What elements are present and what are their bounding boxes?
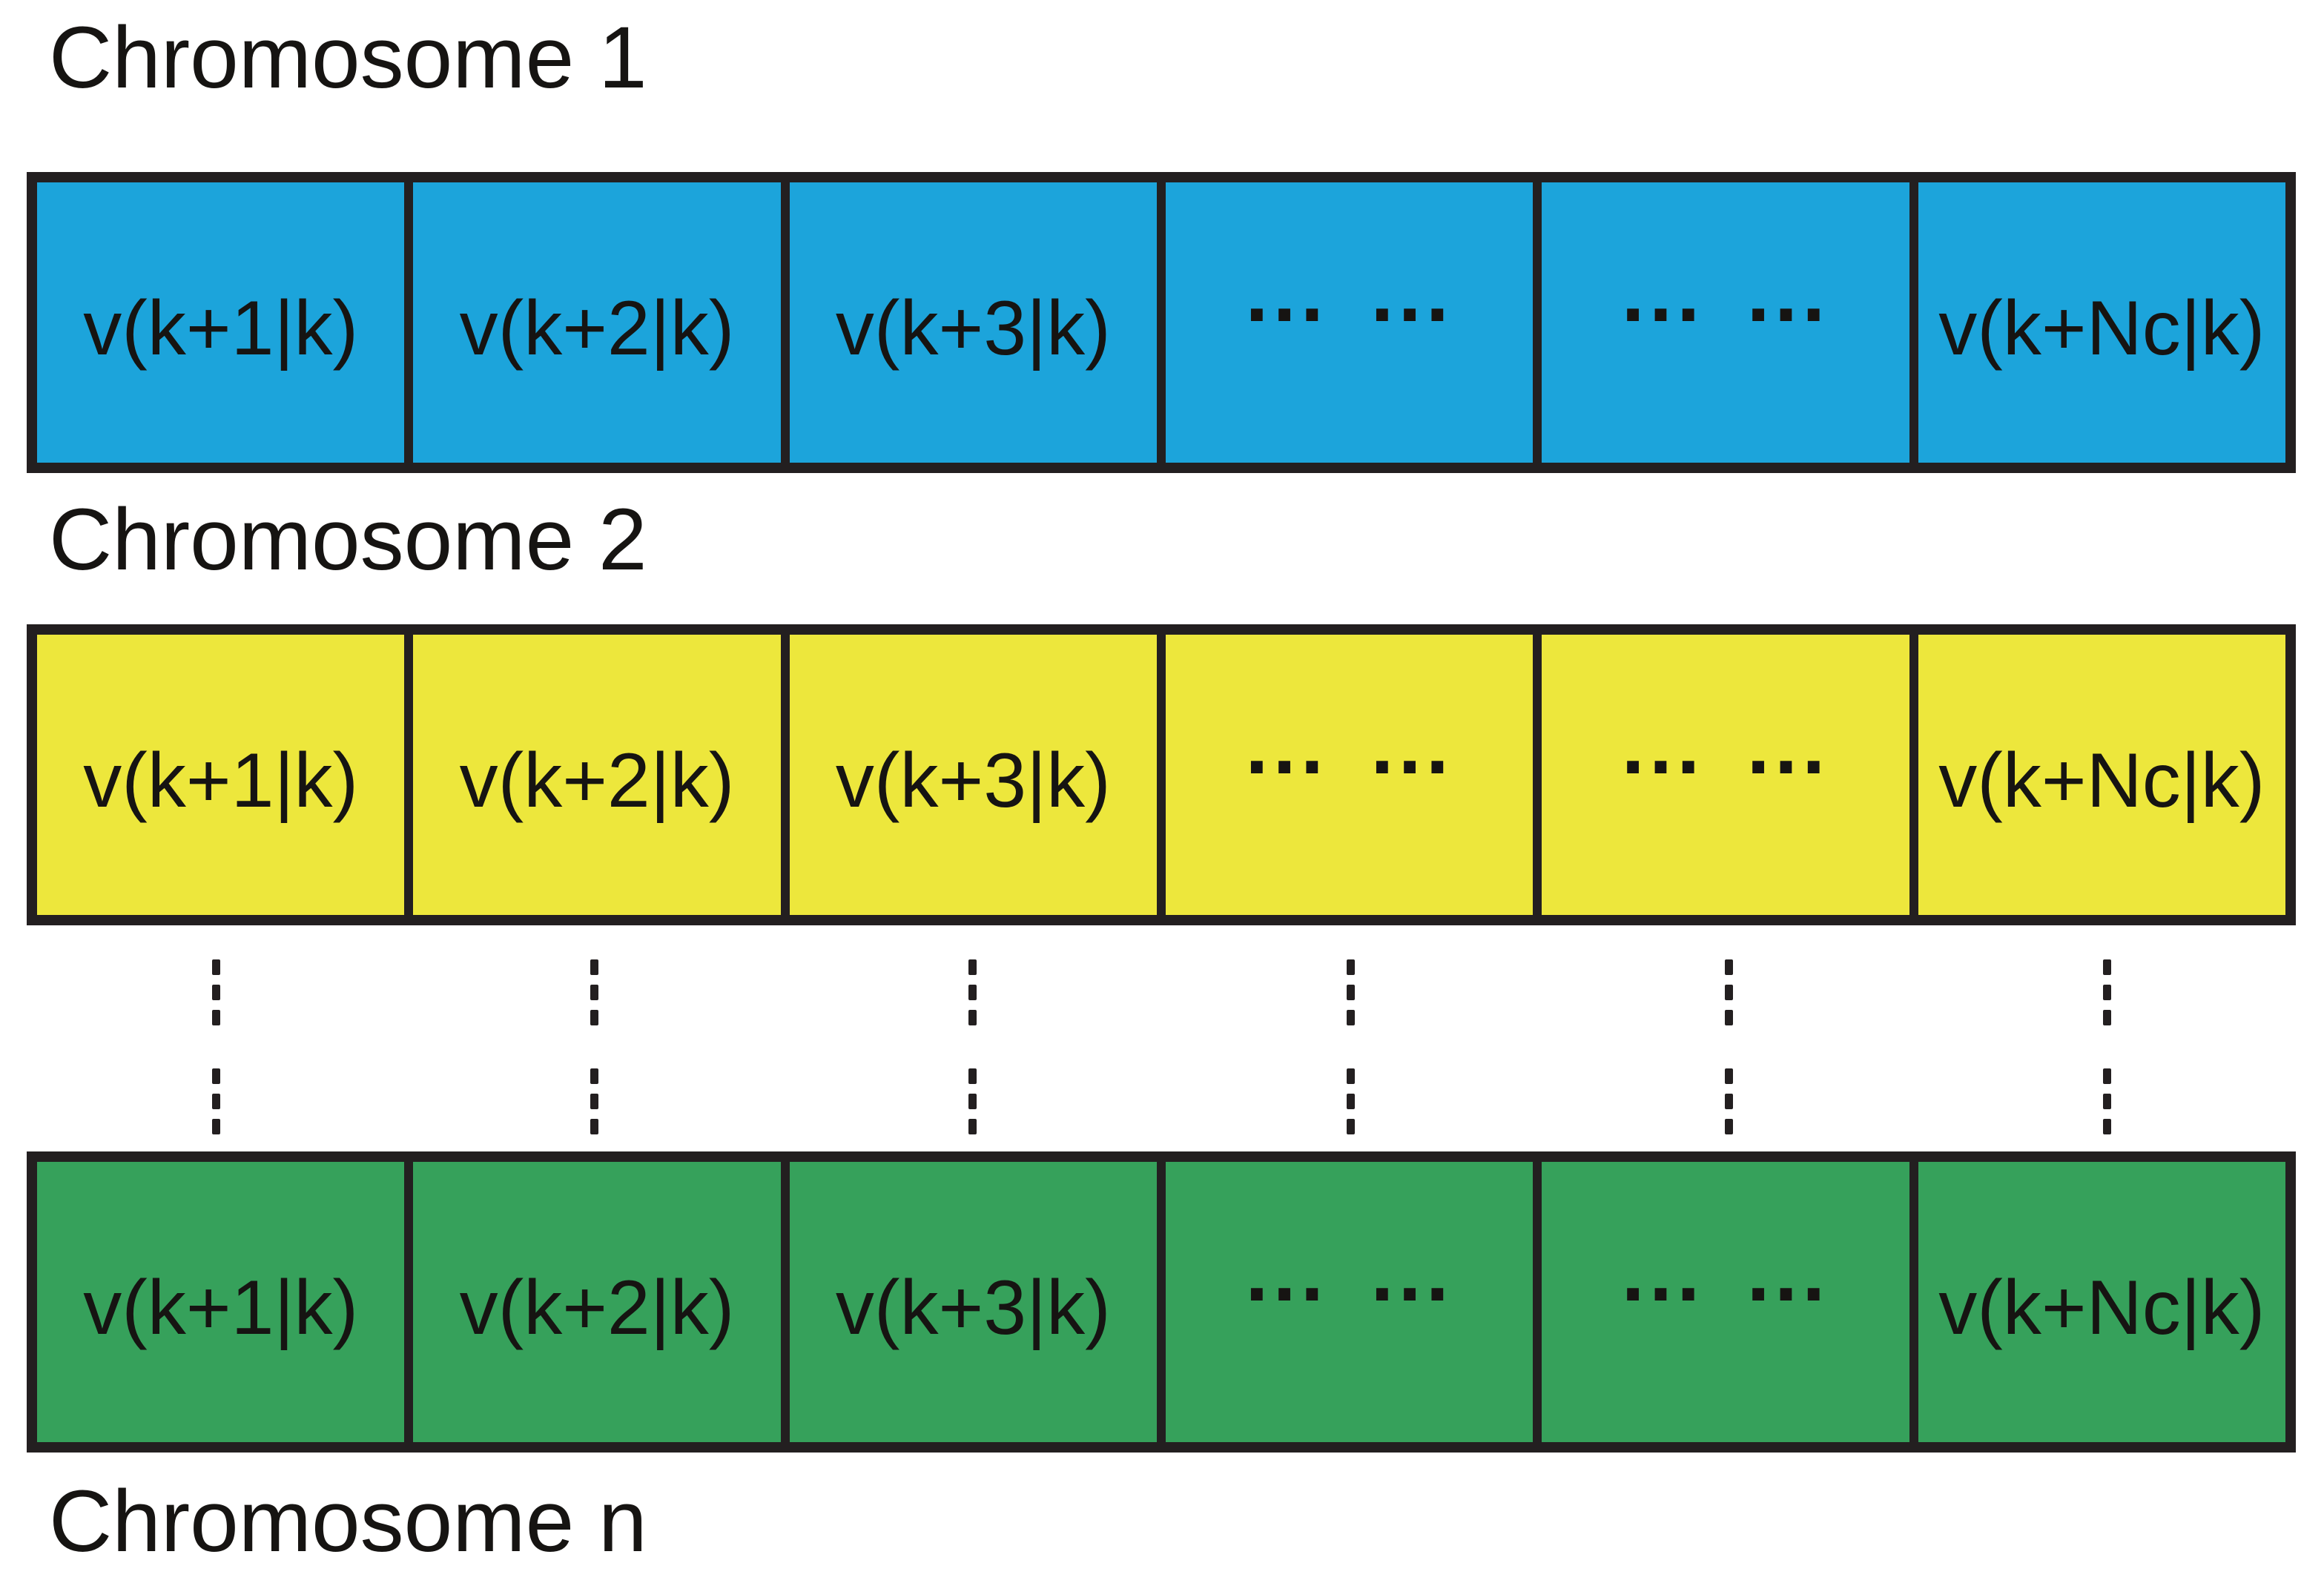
ellipsis-dot <box>1724 1068 1733 1084</box>
gene-cell: v(k+2|k) <box>413 635 781 915</box>
vertical-ellipsis-group <box>1346 959 1355 1025</box>
gene-cell-text: v(k+Nc|k) <box>1938 285 2265 371</box>
gene-cell-ellipsis: ··· ··· <box>1542 635 1909 915</box>
gene-cell-text: v(k+2|k) <box>459 285 735 371</box>
gene-cell-ellipsis: ··· ··· <box>1166 635 1534 915</box>
ellipsis-dot <box>1346 1094 1355 1109</box>
gene-cell: v(k+1|k) <box>37 635 405 915</box>
ellipsis-dot <box>590 985 598 1000</box>
ellipsis-dot <box>2102 1119 2111 1134</box>
gene-cell-text: v(k+3|k) <box>835 1264 1111 1351</box>
gene-cell-text: v(k+3|k) <box>835 285 1111 371</box>
vertical-ellipsis-group <box>968 959 977 1025</box>
ellipsis-dot <box>211 1068 220 1084</box>
ellipsis-dot <box>968 1094 977 1109</box>
ellipsis-dot <box>1724 1010 1733 1025</box>
vertical-ellipsis-group <box>968 1068 977 1134</box>
vertical-ellipsis-group <box>211 1068 220 1134</box>
ellipsis-dot <box>211 959 220 975</box>
vertical-ellipsis-group <box>590 959 598 1025</box>
vertical-ellipsis-icon <box>783 959 1161 1134</box>
vertical-ellipsis-icon <box>27 959 405 1134</box>
ellipsis-dot <box>590 1010 598 1025</box>
horizontal-ellipsis-icon: ··· ··· <box>1245 1246 1454 1340</box>
gene-cell: v(k+1|k) <box>37 182 405 463</box>
gene-cell-text: v(k+1|k) <box>83 1264 359 1351</box>
continuation-ellipsis-row <box>27 959 2296 1134</box>
gene-cell-text: v(k+3|k) <box>835 737 1111 824</box>
vertical-ellipsis-group <box>1724 1068 1733 1134</box>
chromosome-2-row: v(k+1|k) v(k+2|k) v(k+3|k) ··· ··· ··· ·… <box>27 624 2296 925</box>
gene-cell-text: v(k+2|k) <box>459 1264 735 1351</box>
ellipsis-dot <box>968 985 977 1000</box>
horizontal-ellipsis-icon: ··· ··· <box>1245 719 1454 813</box>
gene-cell: v(k+Nc|k) <box>1918 1162 2285 1442</box>
vertical-ellipsis-group <box>211 959 220 1025</box>
chromosome-2-label: Chromosome 2 <box>49 491 647 589</box>
ellipsis-dot <box>968 1068 977 1084</box>
chromosome-n-label: Chromosome n <box>49 1473 647 1570</box>
ellipsis-dot <box>2102 1010 2111 1025</box>
ellipsis-dot <box>2102 1068 2111 1084</box>
ellipsis-dot <box>1346 1068 1355 1084</box>
gene-cell-text: v(k+1|k) <box>83 285 359 371</box>
ellipsis-dot <box>211 985 220 1000</box>
vertical-ellipsis-icon <box>1918 959 2296 1134</box>
chromosome-1-label: Chromosome 1 <box>49 9 647 107</box>
ellipsis-dot <box>1346 959 1355 975</box>
horizontal-ellipsis-icon: ··· ··· <box>1621 267 1830 360</box>
gene-cell: v(k+Nc|k) <box>1918 635 2285 915</box>
ellipsis-dot <box>590 1119 598 1134</box>
gene-cell-text: v(k+Nc|k) <box>1938 737 2265 824</box>
gene-cell: v(k+3|k) <box>789 182 1157 463</box>
gene-cell-ellipsis: ··· ··· <box>1166 182 1534 463</box>
ellipsis-dot <box>2102 959 2111 975</box>
chromosome-n-row: v(k+1|k) v(k+2|k) v(k+3|k) ··· ··· ··· ·… <box>27 1151 2296 1453</box>
vertical-ellipsis-group <box>2102 1068 2111 1134</box>
horizontal-ellipsis-icon: ··· ··· <box>1245 267 1454 360</box>
gene-cell: v(k+3|k) <box>789 635 1157 915</box>
gene-cell-text: v(k+Nc|k) <box>1938 1264 2265 1351</box>
horizontal-ellipsis-icon: ··· ··· <box>1621 719 1830 813</box>
gene-cell-ellipsis: ··· ··· <box>1542 1162 1909 1442</box>
ellipsis-dot <box>2102 1094 2111 1109</box>
ellipsis-dot <box>968 959 977 975</box>
ellipsis-dot <box>590 959 598 975</box>
ellipsis-dot <box>1346 1119 1355 1134</box>
ellipsis-dot <box>211 1094 220 1109</box>
ellipsis-dot <box>1724 1119 1733 1134</box>
vertical-ellipsis-icon <box>1161 959 1539 1134</box>
vertical-ellipsis-icon <box>1539 959 1918 1134</box>
ellipsis-dot <box>1724 959 1733 975</box>
vertical-ellipsis-group <box>1346 1068 1355 1134</box>
ellipsis-dot <box>211 1119 220 1134</box>
vertical-ellipsis-group <box>1724 959 1733 1025</box>
ellipsis-dot <box>590 1068 598 1084</box>
ellipsis-dot <box>1346 1010 1355 1025</box>
ellipsis-dot <box>211 1010 220 1025</box>
gene-cell-ellipsis: ··· ··· <box>1542 182 1909 463</box>
ellipsis-dot <box>1346 985 1355 1000</box>
ellipsis-dot <box>968 1119 977 1134</box>
gene-cell-ellipsis: ··· ··· <box>1166 1162 1534 1442</box>
gene-cell: v(k+2|k) <box>413 1162 781 1442</box>
ellipsis-dot <box>1724 985 1733 1000</box>
gene-cell-text: v(k+2|k) <box>459 737 735 824</box>
gene-cell: v(k+1|k) <box>37 1162 405 1442</box>
vertical-ellipsis-group <box>590 1068 598 1134</box>
vertical-ellipsis-icon <box>405 959 783 1134</box>
chromosome-1-row: v(k+1|k) v(k+2|k) v(k+3|k) ··· ··· ··· ·… <box>27 172 2296 473</box>
ellipsis-dot <box>590 1094 598 1109</box>
horizontal-ellipsis-icon: ··· ··· <box>1621 1246 1830 1340</box>
gene-cell: v(k+2|k) <box>413 182 781 463</box>
gene-cell: v(k+3|k) <box>789 1162 1157 1442</box>
ellipsis-dot <box>1724 1094 1733 1109</box>
gene-cell: v(k+Nc|k) <box>1918 182 2285 463</box>
vertical-ellipsis-group <box>2102 959 2111 1025</box>
ellipsis-dot <box>2102 985 2111 1000</box>
ellipsis-dot <box>968 1010 977 1025</box>
gene-cell-text: v(k+1|k) <box>83 737 359 824</box>
